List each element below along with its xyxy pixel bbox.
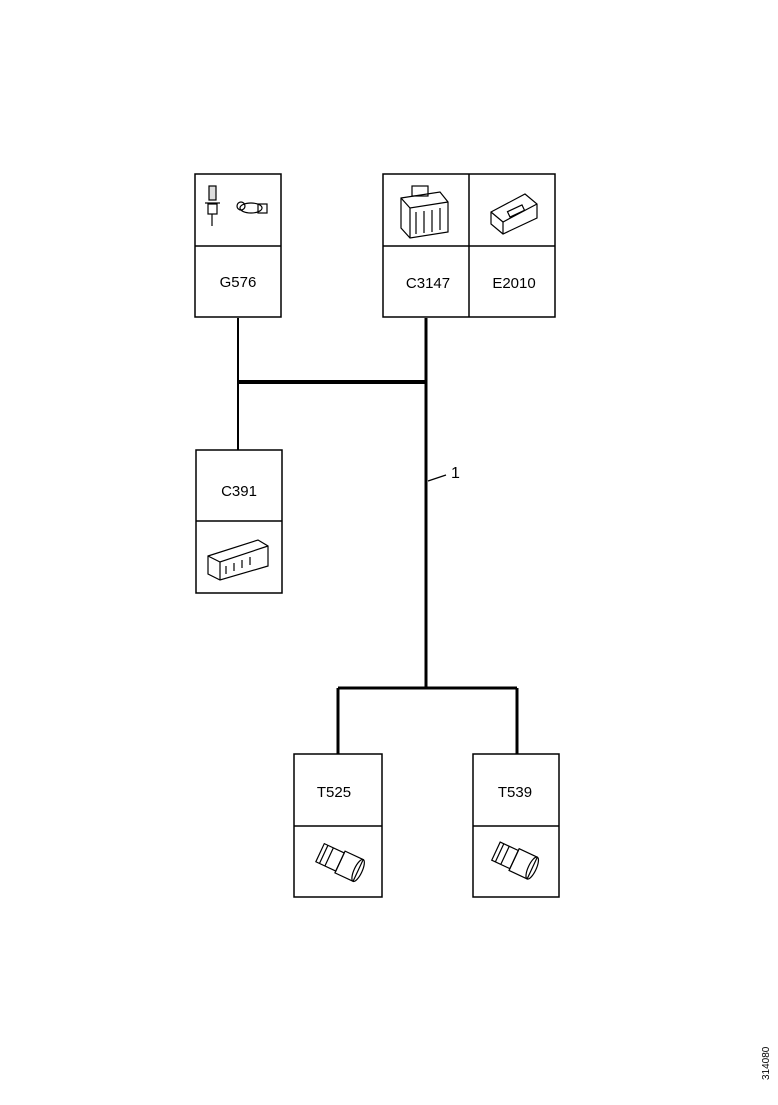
ground-stud-icon <box>205 185 268 226</box>
connector-code-e2010: E2010 <box>492 275 535 292</box>
connector-code-g576: G576 <box>220 274 257 291</box>
sensor-plug-icon <box>315 842 365 883</box>
connector-t525: T525 <box>293 753 383 898</box>
callout-number: 1 <box>451 465 460 482</box>
connector-g576: G576 <box>194 173 282 318</box>
connector-code-t539: T539 <box>498 784 532 801</box>
connector-code-t525: T525 <box>317 784 351 801</box>
multi-pin-connector-icon <box>400 185 449 239</box>
connector-housing-icon <box>490 193 538 235</box>
figure-reference: 314080 <box>761 1046 772 1080</box>
connector-code-c391: C391 <box>221 483 257 500</box>
harness-wires <box>237 318 519 754</box>
connector-c391: C391 <box>195 449 283 594</box>
connector-t539: T539 <box>472 753 560 898</box>
sensor-plug-icon <box>490 841 540 880</box>
callout-leader <box>427 474 447 482</box>
connector-c3147-e2010: C3147 E2010 <box>382 173 556 318</box>
flat-connector-icon <box>207 539 269 581</box>
connector-code-c3147: C3147 <box>406 275 450 292</box>
harness-callout: 1 <box>427 465 460 482</box>
